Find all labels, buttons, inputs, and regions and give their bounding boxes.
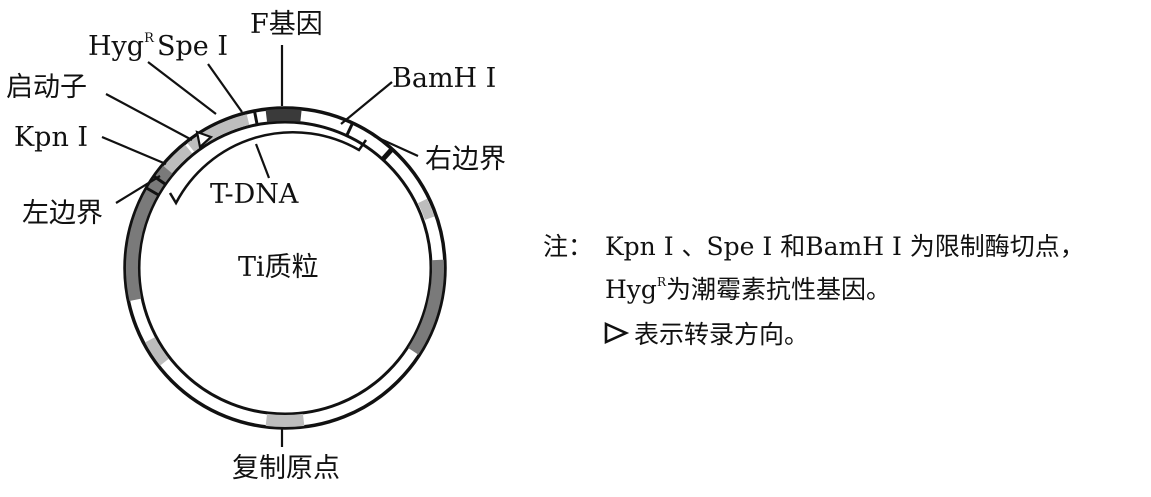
note-hyg: Hyg xyxy=(605,275,657,304)
note-line-1: Kpn Ⅰ 、Spe Ⅰ 和BamH Ⅰ 为限制酶切点， xyxy=(605,232,1085,261)
label-left-border: 左边界 xyxy=(22,198,103,229)
ring-segments xyxy=(126,109,444,427)
note-prefix: 注： xyxy=(543,232,593,261)
ring-inner xyxy=(137,120,433,416)
note-hyg-sup: R xyxy=(657,275,667,289)
leader-left-border xyxy=(115,175,161,204)
label-hyg: Hyg xyxy=(88,31,144,62)
note-line-3: 表示转录方向。 xyxy=(634,320,809,349)
label-spe: Spe Ⅰ xyxy=(157,31,228,62)
tick-bamh xyxy=(345,122,354,137)
label-ori: 复制原点 xyxy=(232,453,340,484)
label-f-gene: F基因 xyxy=(250,9,323,40)
leader-bamh xyxy=(340,81,393,125)
label-kpn: Kpn Ⅰ xyxy=(14,122,88,153)
note-line-2-group: HygR为潮霉素抗性基因。 xyxy=(605,275,891,304)
label-plasmid-name: Ti质粒 xyxy=(238,252,319,283)
leader-spe xyxy=(207,63,243,113)
plasmid-ring xyxy=(123,106,447,430)
label-hyg-group: HygR xyxy=(88,31,155,62)
leader-hyg xyxy=(147,61,217,115)
tick-spe xyxy=(252,110,259,125)
note-arrow-icon xyxy=(604,321,630,345)
leader-kpn xyxy=(101,135,167,166)
leader-tdna xyxy=(254,143,271,179)
note-block: 注： Kpn Ⅰ 、Spe Ⅰ 和BamH Ⅰ 为限制酶切点， HygR为潮霉素… xyxy=(543,232,1085,349)
note-line-2: 为潮霉素抗性基因。 xyxy=(666,275,891,304)
tick-left-border xyxy=(145,186,160,197)
label-hyg-sup: R xyxy=(144,31,155,46)
label-right-border: 右边界 xyxy=(425,144,506,175)
ring-site-ticks xyxy=(145,110,394,197)
label-tdna: T-DNA xyxy=(210,179,299,210)
label-bamh: BamH Ⅰ xyxy=(392,63,496,94)
segment-ori xyxy=(265,413,305,427)
leader-promoter xyxy=(105,93,193,141)
segment-right-dark xyxy=(408,259,444,355)
leader-right-border xyxy=(373,134,419,158)
segment-left-lower xyxy=(145,337,169,366)
segment-promoter xyxy=(163,144,193,174)
transcription-arrow-icon xyxy=(195,130,214,150)
tick-right-border xyxy=(380,147,394,162)
leader-lines xyxy=(101,45,419,447)
segment-left-dark xyxy=(126,165,173,302)
segment-hyg xyxy=(187,114,250,152)
segment-f-gene xyxy=(265,109,302,123)
tdna-bracket xyxy=(168,131,368,206)
segment-right-small xyxy=(417,198,435,220)
label-promoter: 启动子 xyxy=(6,72,87,103)
